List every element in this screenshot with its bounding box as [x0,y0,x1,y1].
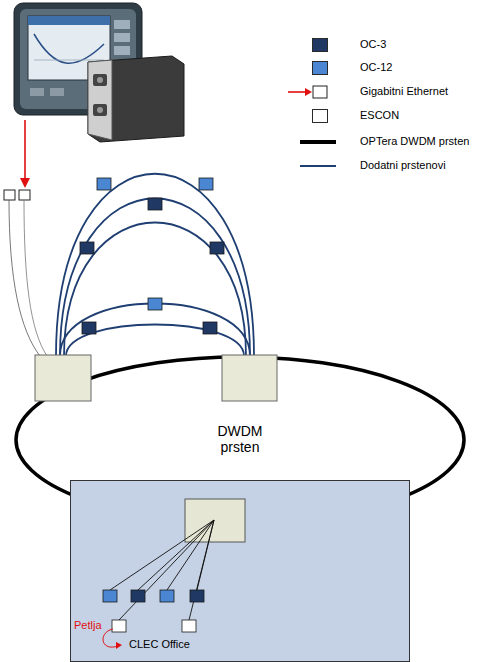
gigabit-ports [4,190,47,356]
dwdm-nodes [35,355,277,401]
legend-text: ESCON [360,109,399,121]
legend-text: Dodatni prstenovi [360,159,446,171]
legend-swatch [312,109,328,123]
legend-text: OC-3 [360,38,386,50]
legend-symbols [288,86,336,166]
loop-label: Petlja [74,619,102,631]
clec-equipment [103,499,245,649]
office-box: CLEC Office [70,480,410,662]
legend-text: Gigabitni Ethernet [360,85,448,97]
node-label: DWDM prsten [210,423,270,455]
legend-text: OC-12 [360,61,392,73]
extra-rings [56,174,254,356]
ring-ports [80,178,224,334]
legend-text: OPTera DWDM prsten [360,135,469,147]
legend-swatch [312,61,328,75]
red-arrow [20,120,30,188]
node-label: CLEC Office [129,638,249,650]
test-module [88,56,184,142]
legend-swatch [312,38,328,52]
